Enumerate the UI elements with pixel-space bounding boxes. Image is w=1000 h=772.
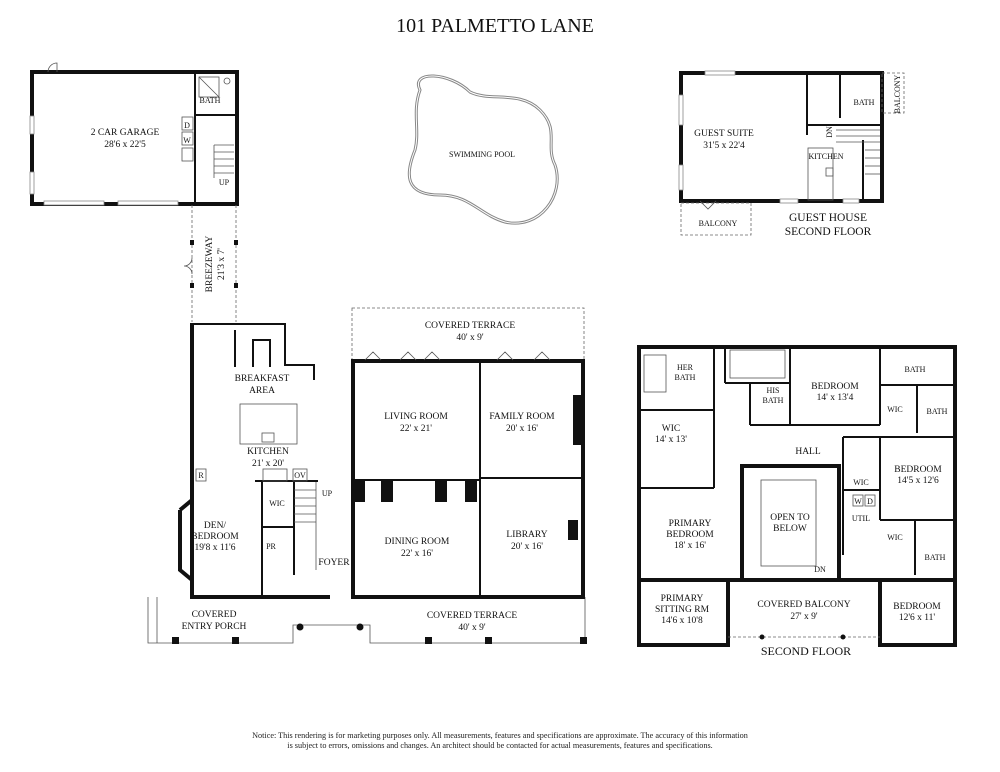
swimming-pool: SWIMMING POOL [407,74,559,225]
notice-line-1: Notice: This rendering is for marketing … [252,731,748,740]
garage-stair-label: UP [219,178,230,187]
guest-suite-dims: 31'5 x 22'4 [703,141,745,151]
foyer-label: FOYER [318,558,350,568]
primary-bedroom-dims: 18' x 16' [674,541,706,551]
her-bath-label-1: HER [677,363,694,372]
bath-2-label: BATH [927,407,948,416]
wic-2-label: WIC [853,478,869,487]
second-stair-dn-label: DN [814,565,826,574]
breezeway: BREEZEWAY 21'3 x 7' [183,205,238,322]
guest-house-caption-1: GUEST HOUSE [789,212,867,224]
notice-line-2: is subject to errors, omissions and chan… [287,741,713,750]
bath-3-label: BATH [925,553,946,562]
dining-room-label: DINING ROOM [385,537,450,547]
covered-balcony-dims: 27' x 9' [790,612,817,622]
guest-house-caption-2: SECOND FLOOR [785,226,872,238]
stair-up-label: UP [322,489,333,498]
second-floor-caption: SECOND FLOOR [761,644,851,658]
first-floor: BREAKFAST AREA KITCHEN 21' x 20' R OV UP… [147,307,587,644]
bedroom-3-dims: 12'6 x 11' [899,613,936,623]
den-dims: 19'8 x 11'6 [194,543,235,553]
hall-label: HALL [795,447,821,457]
wic-3-label: WIC [887,533,903,542]
her-bath-label-2: BATH [675,373,696,382]
powder-room-label: PR [266,542,276,551]
bath-1-label: BATH [905,365,926,374]
util-label: UTIL [852,514,870,523]
bedroom-1-dims: 14' x 13'4 [817,393,854,403]
terrace-top-label: COVERED TERRACE [425,321,516,331]
his-bath-label-2: BATH [763,396,784,405]
covered-balcony-label: COVERED BALCONY [757,600,850,610]
library-label: LIBRARY [506,530,547,540]
upstairs-dryer-label: D [867,497,873,506]
bedroom-1-label: BEDROOM [811,382,859,392]
first-wic-label: WIC [269,499,285,508]
library-dims: 20' x 16' [511,542,543,552]
entry-porch-label-1: COVERED [192,610,237,620]
living-room-label: LIVING ROOM [384,412,448,422]
dining-room-dims: 22' x 16' [401,549,433,559]
kitchen-dims: 21' x 20' [252,459,284,469]
entry-porch-label-2: ENTRY PORCH [182,622,247,632]
breakfast-label-2: AREA [249,386,275,396]
kitchen-label: KITCHEN [247,447,289,457]
pool-label: SWIMMING POOL [449,150,515,159]
guest-house: GUEST SUITE 31'5 x 22'4 BATH KITCHEN DN … [678,70,905,238]
breezeway-dims: 21'3 x 7' [217,248,227,280]
open-to-below-label-1: OPEN TO [770,513,810,523]
garage-dims: 28'6 x 22'5 [104,140,146,150]
family-room-label: FAMILY ROOM [489,412,555,422]
guest-kitchen-label: KITCHEN [808,152,843,161]
page-title: 101 PALMETTO LANE [396,15,594,37]
terrace-bottom-label: COVERED TERRACE [427,611,518,621]
open-to-below-label-2: BELOW [773,524,807,534]
primary-wic-dims: 14' x 13' [655,435,687,445]
primary-wic-label: WIC [662,424,680,434]
guest-suite-label: GUEST SUITE [694,129,754,139]
terrace-top-dims: 40' x 9' [456,333,483,343]
bedroom-2-label: BEDROOM [894,465,942,475]
disclaimer-notice: Notice: This rendering is for marketing … [180,731,820,751]
guest-balcony-label: BALCONY [699,219,738,228]
refrigerator-label: R [198,471,204,480]
garage-washer-label: W [183,136,191,145]
breezeway-label: BREEZEWAY [205,236,215,293]
bedroom-2-dims: 14'5 x 12'6 [897,476,939,486]
family-room-dims: 20' x 16' [506,424,538,434]
garage-label: 2 CAR GARAGE [91,128,160,138]
living-room-dims: 22' x 21' [400,424,432,434]
second-floor: W D HER BATH HIS BATH WIC 14' x 13' HALL… [637,345,957,658]
primary-bedroom-label-2: BEDROOM [666,530,714,540]
den-label-1: DEN/ [204,521,227,531]
sitting-room-dims: 14'6 x 10'8 [661,616,703,626]
guest-side-balcony-label: BALCONY [893,74,902,113]
sitting-room-label-1: PRIMARY [661,594,704,604]
guest-stair-label: DN [825,126,834,138]
garage-building: D W 2 CAR GARAGE 28'6 x 22'5 BATH UP [29,62,239,206]
breakfast-label-1: BREAKFAST [235,374,290,384]
wic-1-label: WIC [887,405,903,414]
garage-bath-label: BATH [200,96,221,105]
his-bath-label-1: HIS [767,386,780,395]
bedroom-3-label: BEDROOM [893,602,941,612]
garage-dryer-label: D [184,121,190,130]
sitting-room-label-2: SITTING RM [655,605,710,615]
terrace-bottom-dims: 40' x 9' [458,623,485,633]
upstairs-washer-label: W [854,497,862,506]
den-label-2: BEDROOM [191,532,239,542]
guest-bath-label: BATH [854,98,875,107]
oven-label: OV [294,471,306,480]
primary-bedroom-label-1: PRIMARY [669,519,712,529]
